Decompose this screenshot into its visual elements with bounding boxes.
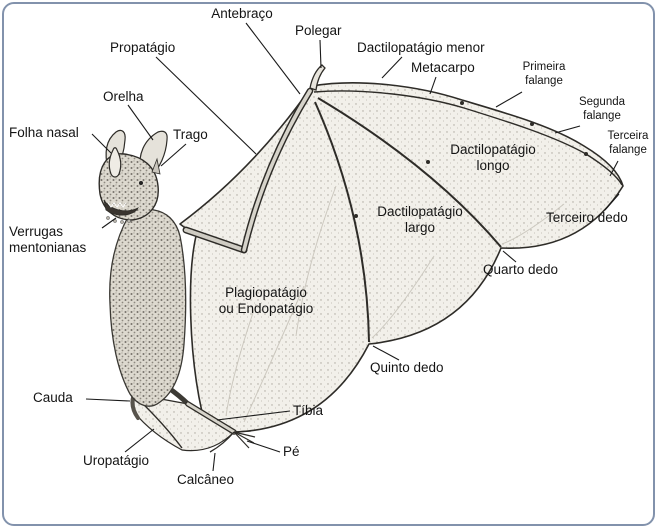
- label-trago: Trago: [173, 127, 208, 142]
- leader-line-dactilopatagio-menor: [381, 56, 403, 79]
- mouth: [103, 199, 139, 216]
- finger-3-leading-edge: [313, 90, 623, 186]
- label-tibia: Tíbia: [293, 403, 324, 418]
- leader-line-cauda: [85, 398, 131, 402]
- leader-lines: [85, 22, 620, 472]
- eye: [139, 181, 143, 185]
- label-plagiopatagio: Plagiopatágio ou Endopatágio: [218, 285, 314, 316]
- leader-line-terceira-falange: [609, 160, 619, 177]
- label-dactilopatagio-largo: Dactilopatágio largo: [377, 204, 463, 235]
- leader-line-quinto-dedo: [372, 345, 400, 361]
- label-cauda: Cauda: [33, 390, 73, 405]
- label-terceiro-dedo: Terceiro dedo: [546, 210, 628, 225]
- wing-shading-lines: [225, 185, 565, 423]
- calcar-spur: [209, 431, 235, 453]
- label-orelha: Orelha: [103, 89, 144, 104]
- leader-line-primeira-falange: [495, 91, 523, 108]
- leader-line-pe: [246, 440, 281, 453]
- teeth: [107, 202, 127, 208]
- bat-illustration: [85, 22, 624, 472]
- label-dactilopatagio-menor: Dactilopatágio menor: [357, 40, 485, 55]
- leader-line-quarto-dedo: [502, 250, 517, 263]
- leader-line-segunda-falange: [554, 125, 581, 134]
- label-dactilopatagio-longo: Dactilopatágio longo: [450, 142, 536, 173]
- label-pe: Pé: [283, 444, 300, 459]
- label-verrugas-mentonianas: Verrugas mentonianas: [9, 224, 87, 255]
- bat-wing-fingers: [309, 64, 623, 343]
- leader-line-propatagio: [155, 56, 257, 155]
- foot-claws: [233, 430, 256, 449]
- label-metacarpo: Metacarpo: [411, 60, 475, 75]
- leader-line-verrugas-mentonianas: [101, 217, 117, 229]
- thumb-claw: [309, 64, 326, 91]
- label-quinto-dedo: Quinto dedo: [370, 360, 444, 375]
- nose-leaf: [108, 147, 122, 178]
- label-uropatagio: Uropatágio: [83, 453, 150, 468]
- label-calcaneo: Calcâneo: [177, 472, 235, 487]
- chin-warts: [106, 216, 131, 224]
- wing-membrane-shape: [179, 82, 624, 433]
- label-segunda-falange: Segunda falange: [578, 96, 626, 122]
- label-folha-nasal: Folha nasal: [9, 125, 79, 140]
- leader-line-uropatagio: [124, 428, 155, 453]
- leader-line-polegar: [319, 39, 322, 69]
- uropatagium-shape: [133, 393, 235, 452]
- tragus: [151, 157, 161, 175]
- label-propatagio: Propatágio: [110, 40, 176, 55]
- leader-line-trago: [160, 143, 187, 167]
- label-polegar: Polegar: [295, 23, 342, 38]
- leader-line-calcaneo: [212, 452, 216, 472]
- leader-line-terceiro-dedo: [604, 193, 620, 211]
- bat-body: [109, 207, 187, 407]
- label-primeira-falange: Primeira falange: [522, 61, 566, 87]
- leader-line-metacarpo: [429, 76, 437, 95]
- bat-arm-bones: [182, 87, 314, 254]
- label-antebraco: Antebraço: [211, 6, 273, 21]
- finger-joint-marks: [354, 101, 588, 218]
- leader-line-tibia: [216, 410, 291, 421]
- leader-line-orelha: [127, 104, 154, 141]
- finger-4: [317, 97, 502, 248]
- label-quarto-dedo: Quarto dedo: [483, 262, 559, 277]
- body-shape: [109, 207, 187, 407]
- bat-wing-membrane: [179, 82, 624, 433]
- leader-line-antebraco: [245, 22, 301, 95]
- finger-5: [314, 101, 370, 343]
- label-terceira-falange: Terceira falange: [607, 130, 649, 156]
- bat-head: [98, 129, 168, 224]
- leader-line-folha-nasal: [91, 133, 112, 154]
